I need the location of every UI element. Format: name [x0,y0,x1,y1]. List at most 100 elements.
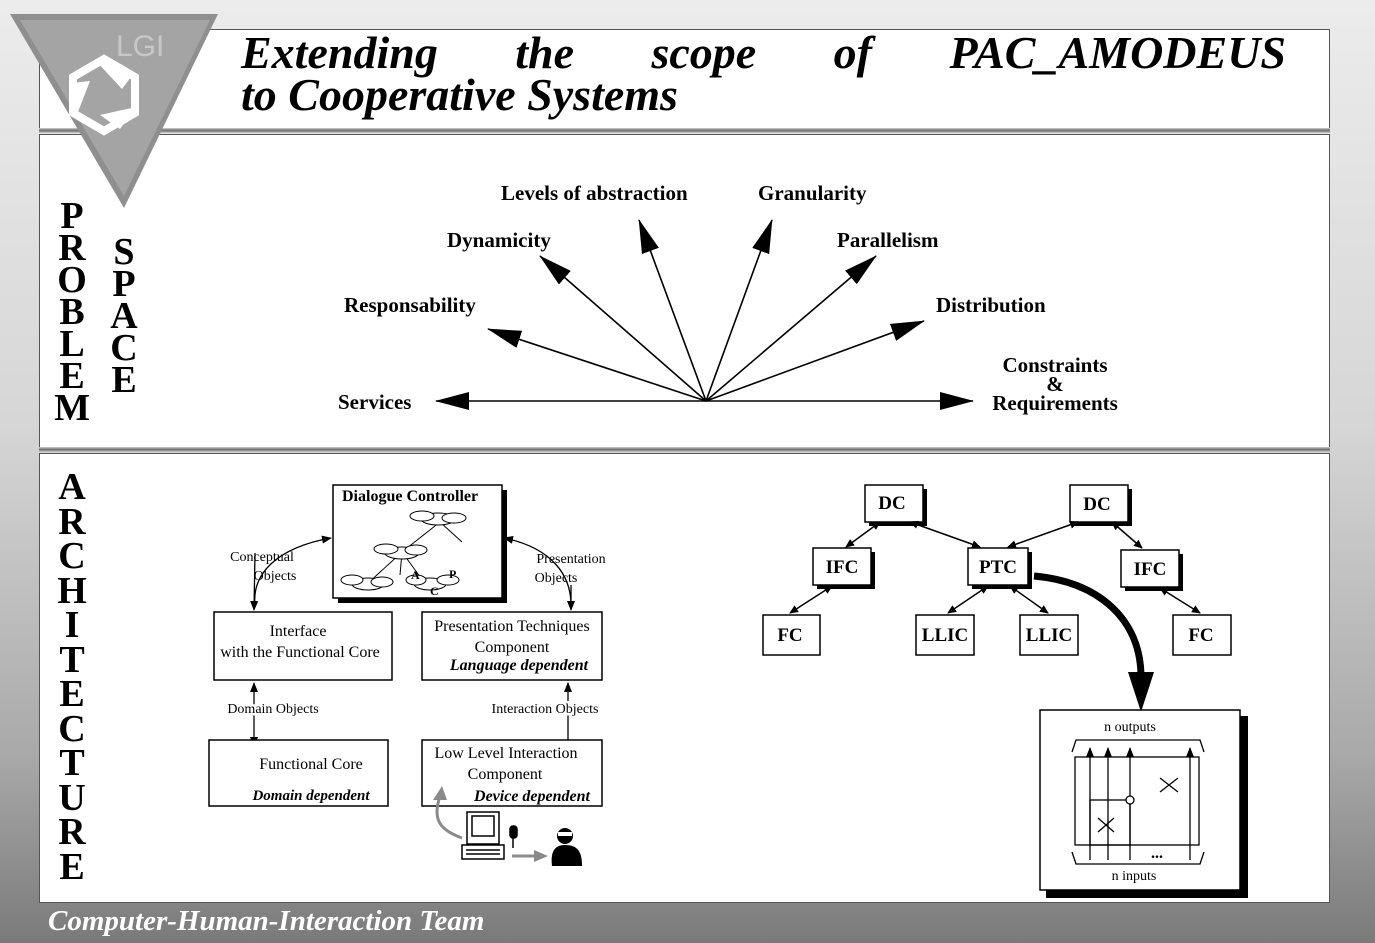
link-ifc-fc-left [789,585,833,614]
axis-label-distribution: Distribution [936,293,1046,317]
conceptual-objects-label: Conceptual [230,550,294,565]
conceptual-objects-label-2: Objects [254,569,297,584]
link-dc-ptc-left [909,520,981,549]
title-line-2: to Cooperative Systems [241,69,678,120]
n-inputs-label: n inputs [1112,869,1157,884]
axis-label-responsability: Responsability [344,293,476,317]
llic-box-left [915,614,975,656]
lgi-logo: LGI [10,14,218,208]
separator [39,128,1330,133]
fc-box-left [762,614,821,656]
llic-label-right: LLIC [1026,625,1072,646]
big-arrow-head [1128,672,1154,712]
arrow-levels [638,219,707,402]
fc-label-right: FC [1188,625,1213,646]
pac-label-p: P [449,567,456,581]
fc-label-1: Functional Core [259,756,363,773]
ifc-label-left: IFC [826,557,859,578]
ptc-box [967,547,1029,586]
interaction-objects-label: Interaction Objects [492,702,599,717]
link-ifc-fc-right [1159,587,1201,614]
switch-matrix-icon [1071,739,1205,865]
computer-icon [461,811,518,860]
arrow-parallelism [705,255,877,402]
footer-team-name: Computer-Human-Interaction Team [48,905,485,937]
arrow-distribution [705,320,925,402]
problem-space-panel [39,134,1330,448]
title-word: Extending [241,27,438,78]
link-dc-ptc-right [1007,520,1079,549]
dialogue-controller-label: Dialogue Controller [342,488,478,505]
domain-objects-label: Domain Objects [227,702,318,717]
separator [39,447,1330,452]
ifc-label-2: with the Functional Core [220,644,380,661]
ifc-label-1: Interface [270,623,327,640]
arrow-granularity [705,219,773,402]
logo-hexagon-icon [69,54,139,136]
arrow-conceptual-down [250,552,259,611]
dc-box-left [864,484,924,523]
title-panel [39,29,1330,129]
link-dc-ifc-left [845,521,881,548]
switch-box [1039,709,1241,891]
ifc-box-left [812,547,872,586]
fc-label-left: FC [777,625,802,646]
axis-label-levels: Levels of abstraction [501,181,688,205]
low-level-interaction-box [421,739,603,807]
pac-tree-icon [340,510,467,591]
switch-dots: ... [1151,845,1163,862]
presentation-objects-label: Presentation [536,552,605,567]
logo-text: LGI [116,30,164,63]
fc-box-right [1172,614,1232,656]
axis-label-dynamicity: Dynamicity [447,228,551,252]
ptc-label-3: Language dependent [449,657,589,674]
title-line-1: Extending the scope of PAC_AMODEUS [241,30,1286,76]
title-word: of [833,27,872,78]
title-word: PAC_AMODEUS [949,27,1286,78]
ifc-label-right: IFC [1134,559,1167,580]
ptc-label-2: Component [475,639,550,656]
arrow-presentation [503,535,572,606]
arch-left-diagram: Dialogue Controller A P C Conceptual Obj [208,484,606,866]
link-ptc-llic-left [947,585,989,614]
arrow-conceptual [254,535,332,606]
dc-label-right: DC [1083,494,1110,515]
ptc-label-1: Presentation Techniques [434,618,589,635]
axis-label-services: Services [338,390,411,414]
pac-label-c: C [430,584,439,598]
axis-label-ampersand: & [1046,372,1064,396]
link-dc-ifc-right [1111,521,1143,549]
gray-arrow-up [435,795,463,840]
user-person-icon [551,828,582,866]
problem-space-diagram [435,219,974,410]
arrow-dynamicity [539,255,707,402]
gray-arrow-up-head [433,786,447,800]
pac-label-a: A [411,568,420,582]
gray-arrow-right-head [534,850,548,862]
n-outputs-label: n outputs [1104,720,1156,735]
link-ptc-llic-right [1009,585,1049,614]
axis-label-requirements: Requirements [992,391,1118,415]
llic-label-3: Device dependent [473,788,591,805]
title-word: the [515,27,575,78]
llic-label-2: Component [468,766,543,783]
llic-label-1: Low Level Interaction [434,745,577,762]
axis-label-constraints: Constraints [1002,353,1107,377]
presentation-techniques-box [421,611,603,681]
dc-label-left: DC [878,493,905,514]
big-curved-arrow [1033,572,1145,676]
dc-box-right [1069,484,1129,523]
functional-core-box [208,739,389,807]
presentation-objects-label-2: Objects [535,571,578,586]
axis-label-parallelism: Parallelism [837,228,939,252]
title-word: scope [651,27,757,78]
interface-functional-core-box [213,611,393,681]
ifc-box-right [1120,549,1180,588]
arrow-responsability [487,328,707,402]
arch-right-diagram: DC DC IFC PTC IFC FC LLIC LLIC FC n outp… [762,484,1248,898]
ptc-label: PTC [979,557,1017,578]
llic-box-right [1019,614,1079,656]
